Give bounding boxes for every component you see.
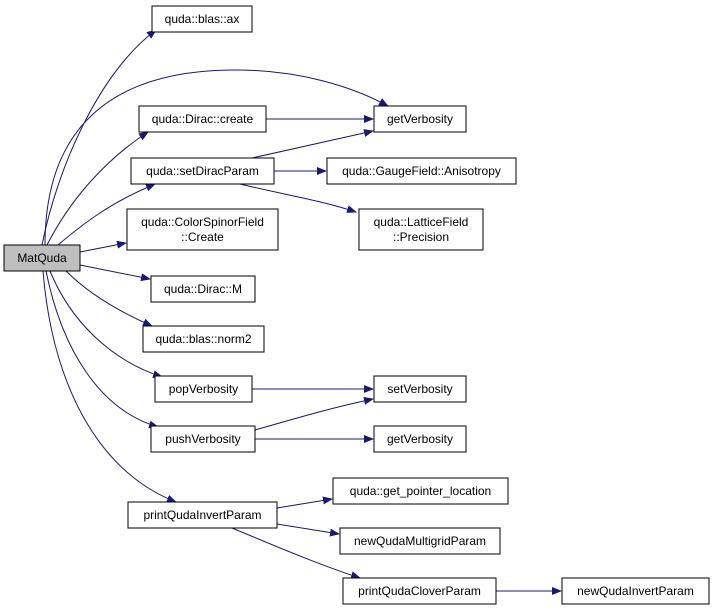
node-box[interactable] — [150, 425, 256, 453]
node-box[interactable] — [150, 275, 256, 303]
node-pushverbosity[interactable]: pushVerbosity — [150, 425, 256, 453]
node-label: setVerbosity — [387, 382, 452, 396]
edge-matquda-to-popverbosity — [49, 270, 163, 379]
edge-matquda-to-pushverbosity — [45, 270, 159, 429]
node-get-pointer-location[interactable]: quda::get_pointer_location — [332, 477, 509, 505]
node-box[interactable] — [373, 425, 467, 453]
node-popverbosity[interactable]: popVerbosity — [154, 375, 253, 403]
node-latticefield-precision[interactable]: quda::LatticeField::Precision — [358, 208, 484, 251]
edge-matquda-to-printquda-invertparam — [42, 270, 177, 503]
node-box[interactable] — [154, 375, 253, 403]
node-box[interactable] — [138, 105, 267, 133]
node-label: printQudaInvertParam — [143, 508, 261, 522]
node-getverbosity-1[interactable]: getVerbosity — [373, 105, 467, 133]
node-box[interactable] — [3, 244, 81, 272]
node-box[interactable] — [373, 375, 467, 403]
node-setverbosity[interactable]: setVerbosity — [373, 375, 467, 403]
node-box[interactable] — [127, 501, 278, 529]
node-box[interactable] — [342, 577, 497, 605]
node-box[interactable] — [151, 5, 253, 33]
node-label: getVerbosity — [387, 112, 453, 126]
edge-setdiracparam-to-getverbosity-1 — [251, 129, 374, 159]
edge-matquda-to-dirac-create — [46, 131, 149, 246]
edge-pushverbosity-to-setverbosity — [254, 396, 374, 431]
node-box[interactable] — [142, 325, 265, 353]
node-box[interactable] — [561, 577, 710, 605]
node-label: ::Precision — [393, 230, 449, 244]
node-label: quda::GaugeField::Anisotropy — [342, 164, 501, 178]
node-label: getVerbosity — [387, 432, 453, 446]
node-label: quda::ColorSpinorField — [141, 215, 264, 229]
node-dirac-create[interactable]: quda::Dirac::create — [138, 105, 267, 133]
node-setdiracparam[interactable]: quda::setDiracParam — [130, 157, 275, 185]
node-printquda-cloverparam[interactable]: printQudaCloverParam — [342, 577, 497, 605]
node-blas-norm2[interactable]: quda::blas::norm2 — [142, 325, 265, 353]
node-printquda-invertparam[interactable]: printQudaInvertParam — [127, 501, 278, 529]
node-label: MatQuda — [17, 251, 67, 265]
node-gaugefield-anisotropy[interactable]: quda::GaugeField::Anisotropy — [326, 157, 517, 185]
node-label: pushVerbosity — [165, 432, 240, 446]
node-box[interactable] — [373, 105, 467, 133]
node-blas-ax[interactable]: quda::blas::ax — [151, 5, 253, 33]
edge-printquda-invertparam-to-newquda-multigridparam — [276, 523, 340, 537]
node-label: popVerbosity — [169, 382, 238, 396]
node-label: quda::LatticeField — [374, 215, 469, 229]
edge-matquda-to-setdiracparam — [57, 183, 156, 246]
edge-matquda-to-dirac-m — [79, 264, 151, 282]
edge-printquda-invertparam-to-get-pointer-location — [276, 496, 333, 509]
node-newquda-multigridparam[interactable]: newQudaMultigridParam — [339, 527, 501, 555]
node-box[interactable] — [339, 527, 501, 555]
node-label: quda::Dirac::M — [164, 282, 242, 296]
edges — [41, 29, 562, 595]
node-box[interactable] — [130, 157, 275, 185]
node-label: quda::Dirac::create — [152, 112, 254, 126]
edge-setdiracparam-to-latticefield-precision — [239, 183, 357, 213]
node-dirac-m[interactable]: quda::Dirac::M — [150, 275, 256, 303]
edge-matquda-to-blas-norm2 — [65, 270, 153, 327]
node-box[interactable] — [332, 477, 509, 505]
node-box[interactable] — [126, 208, 279, 251]
nodes: MatQudaquda::blas::axgetVerbosityquda::D… — [3, 5, 710, 605]
node-getverbosity-2[interactable]: getVerbosity — [373, 425, 467, 453]
edge-printquda-invertparam-to-printquda-cloverparam — [231, 527, 361, 580]
node-box[interactable] — [326, 157, 517, 185]
node-matquda[interactable]: MatQuda — [3, 244, 81, 272]
node-label: newQudaMultigridParam — [354, 534, 486, 548]
edge-matquda-to-getverbosity-1 — [44, 69, 389, 246]
node-label: quda::blas::norm2 — [155, 332, 251, 346]
node-label: printQudaCloverParam — [358, 584, 481, 598]
node-label: quda::get_pointer_location — [350, 484, 491, 498]
node-label: quda::setDiracParam — [146, 164, 259, 178]
node-box[interactable] — [358, 208, 484, 251]
edge-matquda-to-colorspinorfield-create — [79, 240, 127, 253]
node-label: quda::blas::ax — [165, 12, 240, 26]
node-label: newQudaInvertParam — [577, 584, 694, 598]
node-newquda-invertparam[interactable]: newQudaInvertParam — [561, 577, 710, 605]
node-colorspinorfield-create[interactable]: quda::ColorSpinorField::Create — [126, 208, 279, 251]
node-label: ::Create — [181, 230, 224, 244]
